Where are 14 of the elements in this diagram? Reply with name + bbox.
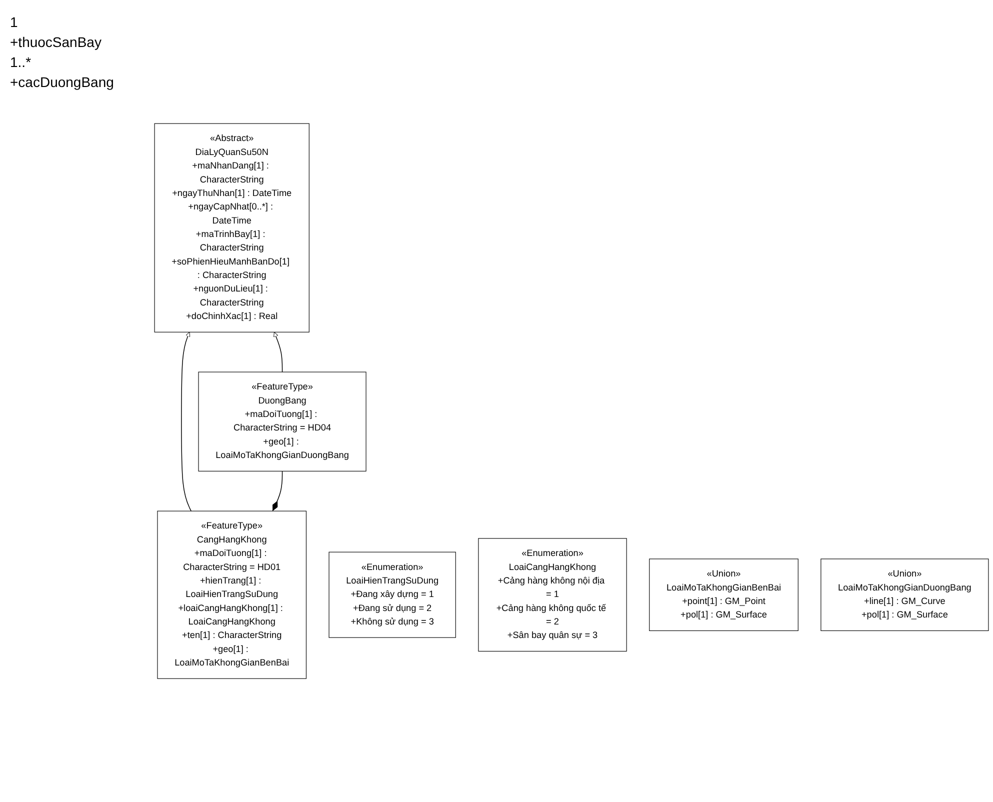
multiplicity-label: +thuocSanBay — [10, 34, 102, 50]
node-box: «Union» LoaiMoTaKhongGianDuongBang +line[1] : GM_Curve +pol[1] : GM_Surface — [820, 558, 989, 631]
connector — [272, 470, 283, 512]
node-box: «FeatureType» DuongBang +maDoiTuong[1] : CharacterString = HD04 +geo[1] : LoaiMoTaKhongGianDuongBang — [198, 372, 366, 472]
multiplicity-label: 1 — [10, 14, 19, 30]
arrow — [181, 332, 192, 512]
node-box: «FeatureType» CangHangKhong +maDoiTuong[1] : CharacterString = HD01 +hienTrang[1] : LoaiHienTrangSuDung +loaiCangHangKhong[1] : LoaiCangHangKhong +ten[1] : CharacterString +geo[1] : LoaiMoTaKhongGianBenBai — [157, 510, 307, 679]
multiplicity-label: +cacDuongBang — [10, 74, 115, 90]
node-box: «Union» LoaiMoTaKhongGianBenBai +point[1] : GM_Point +pol[1] : GM_Surface — [649, 558, 798, 631]
multiplicity-label: 1..* — [10, 54, 32, 70]
node-box: «Enumeration» LoaiCangHangKhong +Cảng hàng không nội địa = 1 +Cảng hàng không quốc tế = 2 +Sân bay quân sự = 3 — [478, 538, 627, 652]
arrow — [274, 332, 283, 372]
node-box: «Abstract» DiaLyQuanSu50N +maNhanDang[1] : CharacterString +ngayThuNhan[1] : DateTime +ngayCapNhat[0..*] : DateTime +maTrinhBay[1] : CharacterString +soPhienHieuManhBanDo[1] : CharacterString +nguonDuLieu[1] : CharacterString +doChinhXac[1] : Real — [154, 123, 310, 332]
node-box: «Enumeration» LoaiHienTrangSuDung +Đang xây dựng = 1 +Đang sử dụng = 2 +Không sử dụng = 3 — [328, 552, 456, 638]
